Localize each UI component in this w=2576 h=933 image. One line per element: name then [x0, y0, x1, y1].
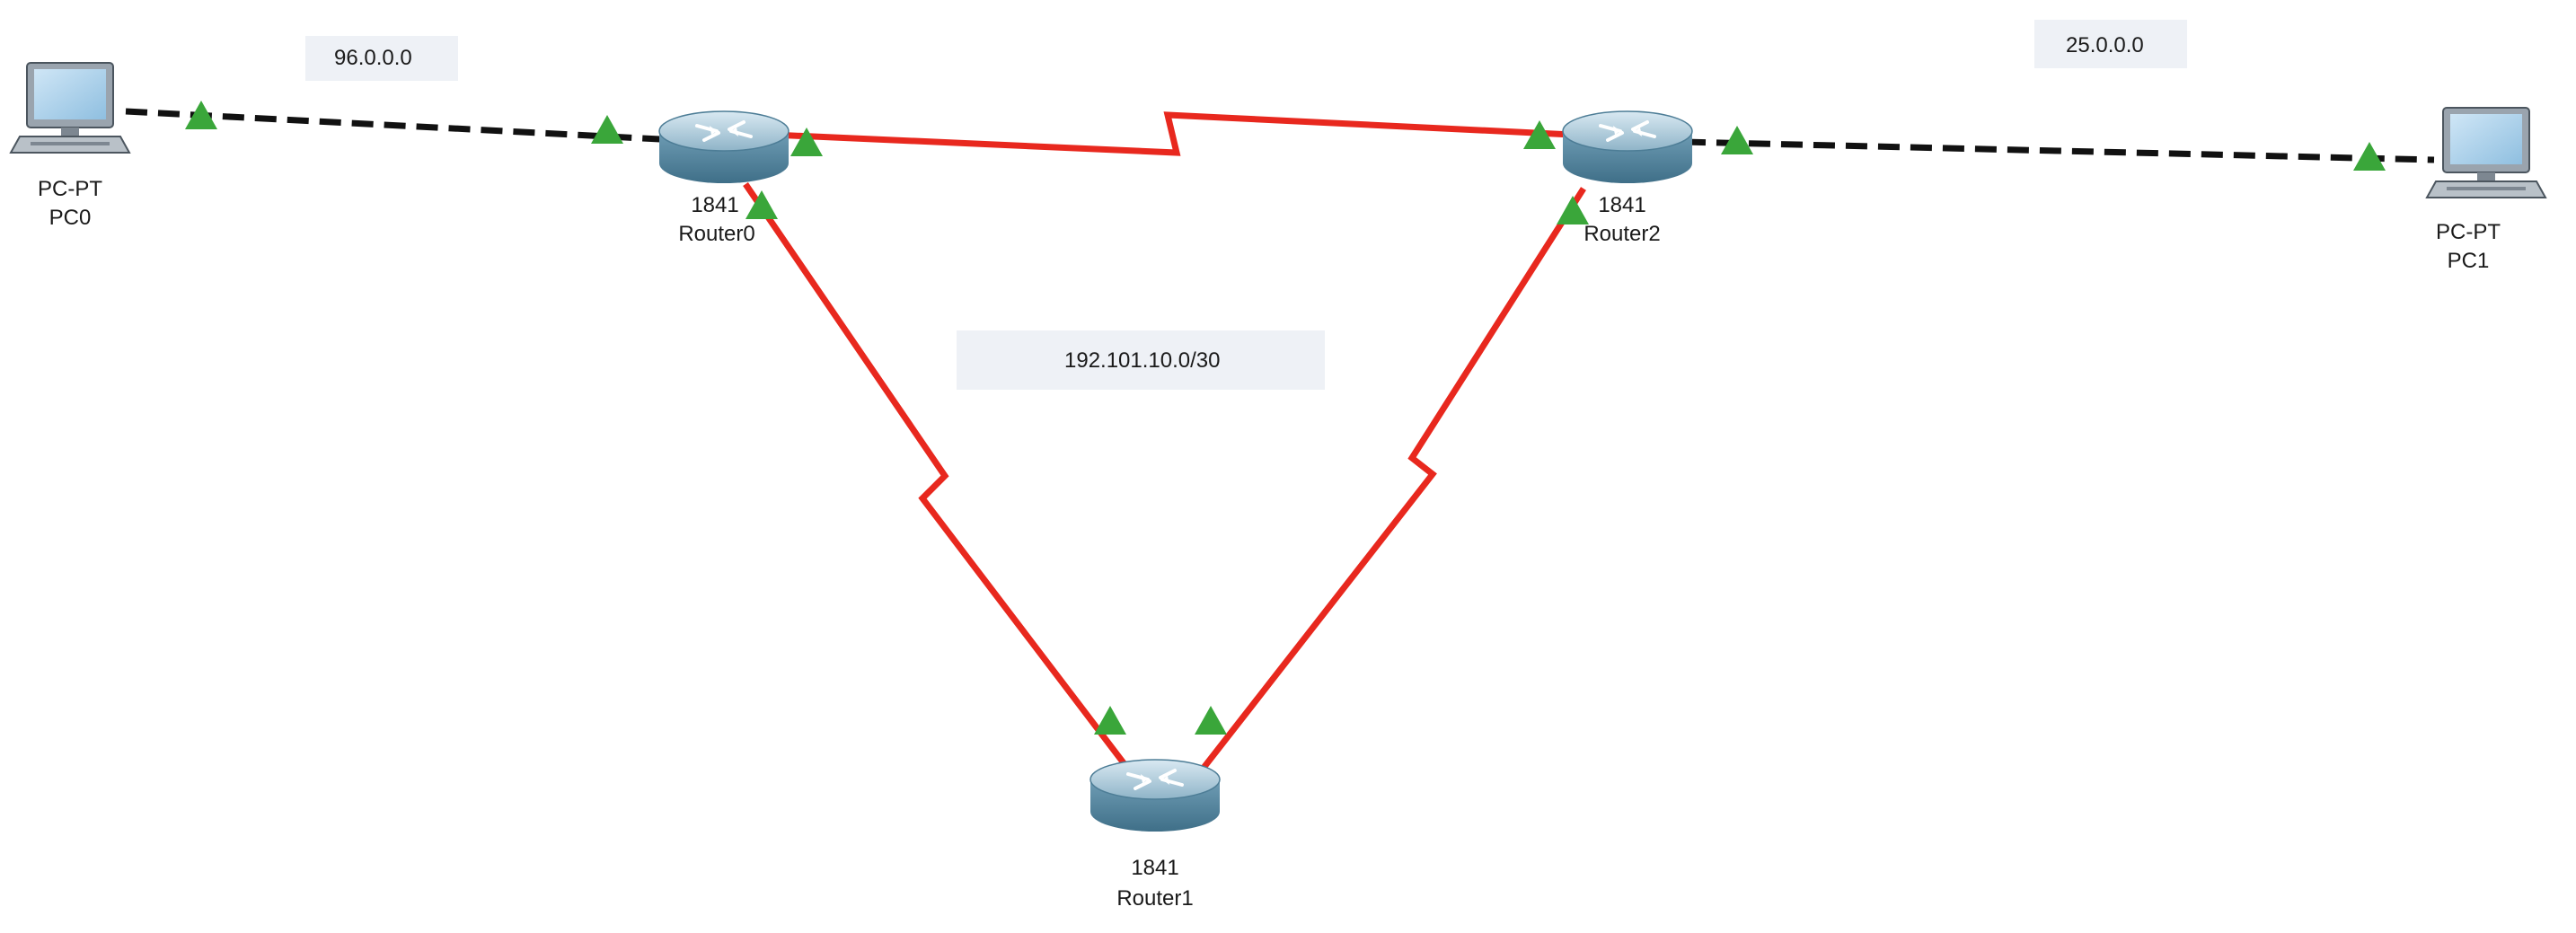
- port-up-indicator: [1195, 706, 1227, 735]
- network-label-bg: [957, 330, 1325, 390]
- port-up-indicator: [745, 190, 778, 219]
- port-up-indicator: [1721, 126, 1753, 154]
- pc-icon: [10, 62, 130, 154]
- network-label-bg: [305, 36, 458, 81]
- device-pc0[interactable]: PC-PT PC0: [10, 62, 130, 230]
- router-icon: [1089, 758, 1222, 833]
- device-name: Router1: [1116, 886, 1193, 911]
- device-model: 1841: [1131, 856, 1178, 880]
- links-layer: [125, 108, 2435, 770]
- devices-layer: PC-PT PC0 1841 Router0 1841 Router2 1841…: [10, 62, 2546, 911]
- link-router0-router1[interactable]: [743, 182, 1130, 770]
- network-label-text: 192.101.10.0/30: [1064, 348, 1221, 373]
- link-router0-router2[interactable]: [772, 111, 1573, 156]
- network-label-text: 25.0.0.0: [2066, 33, 2144, 57]
- port-up-indicator: [2353, 142, 2386, 171]
- link-router2-pc1[interactable]: [1683, 138, 2435, 163]
- device-name: Router0: [678, 222, 754, 246]
- device-name: PC1: [2448, 249, 2490, 273]
- device-model: 1841: [691, 193, 738, 217]
- network-label-96[interactable]: 96.0.0.0: [305, 36, 458, 81]
- router-icon: [1561, 110, 1694, 185]
- port-up-indicator: [591, 115, 623, 144]
- router-icon: [657, 110, 790, 185]
- network-label-192[interactable]: 192.101.10.0/30: [957, 330, 1325, 390]
- port-up-indicator: [185, 101, 217, 129]
- device-pc1[interactable]: PC-PT PC1: [2426, 107, 2546, 273]
- network-label-bg: [2034, 20, 2187, 68]
- device-model: PC-PT: [2436, 220, 2501, 244]
- device-model: 1841: [1598, 193, 1645, 217]
- device-router2[interactable]: 1841 Router2: [1561, 110, 1694, 246]
- pc-icon: [2426, 107, 2546, 198]
- device-router1[interactable]: 1841 Router1: [1089, 758, 1222, 911]
- device-router0[interactable]: 1841 Router0: [657, 110, 790, 246]
- port-up-indicator: [1557, 196, 1589, 224]
- link-router2-router1[interactable]: [1201, 187, 1586, 770]
- device-name: PC0: [49, 206, 92, 230]
- device-name: Router2: [1584, 222, 1660, 246]
- link-pc0-router0[interactable]: [125, 108, 661, 143]
- ports-layer: [185, 101, 2386, 735]
- port-up-indicator: [1523, 120, 1556, 149]
- network-label-25[interactable]: 25.0.0.0: [2034, 20, 2187, 68]
- network-label-text: 96.0.0.0: [334, 46, 412, 70]
- port-up-indicator: [1094, 706, 1126, 735]
- port-up-indicator: [790, 128, 823, 156]
- device-model: PC-PT: [38, 177, 102, 201]
